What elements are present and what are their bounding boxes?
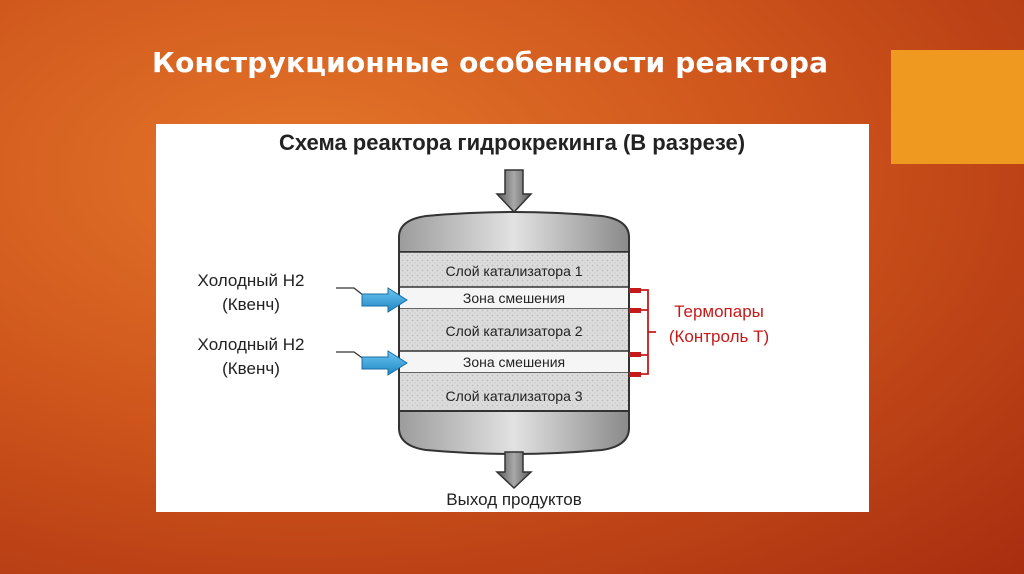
inlet-arrow-icon	[495, 169, 533, 214]
accent-box	[891, 50, 1024, 164]
quench-label-2-line1: Холодный Н2	[198, 335, 305, 354]
outlet-arrow-icon	[495, 451, 533, 490]
diagram-heading: Схема реактора гидрокрекинга (В разрезе)	[279, 130, 745, 155]
quench-arrow-2-icon	[361, 350, 408, 376]
catalyst-layer-1	[399, 252, 629, 287]
thermocouple-label-line1: Термопары	[674, 302, 764, 321]
quench-arrow-1-icon	[361, 287, 408, 313]
layer-label-4: Зона смешения	[463, 354, 565, 370]
layer-label-2: Зона смешения	[463, 290, 565, 306]
layer-label-1: Слой катализатора 1	[445, 263, 582, 279]
quench-label-1-line1: Холодный Н2	[198, 271, 305, 290]
quench-label-2-line2: (Квенч)	[222, 359, 280, 378]
reactor-body	[398, 251, 630, 411]
diagram-panel: Схема реактора гидрокрекинга (В разрезе)…	[156, 124, 869, 512]
output-label: Выход продуктов	[446, 490, 581, 509]
reactor-bottom-cap	[398, 410, 630, 455]
reactor-diagram: Схема реактора гидрокрекинга (В разрезе)…	[198, 130, 770, 509]
layer-label-3: Слой катализатора 2	[445, 323, 582, 339]
catalyst-layer-3	[399, 373, 629, 411]
thermocouple-bracket	[641, 289, 656, 375]
thermocouple-label-line2: (Контроль Т)	[669, 327, 769, 346]
catalyst-layer-2	[399, 309, 629, 351]
reactor-top-cap	[398, 211, 630, 253]
slide-title: Конструкционные особенности реактора	[152, 46, 829, 79]
thermocouple-markers	[629, 288, 641, 377]
layer-label-5: Слой катализатора 3	[445, 388, 582, 404]
quench-label-1-line2: (Квенч)	[222, 295, 280, 314]
